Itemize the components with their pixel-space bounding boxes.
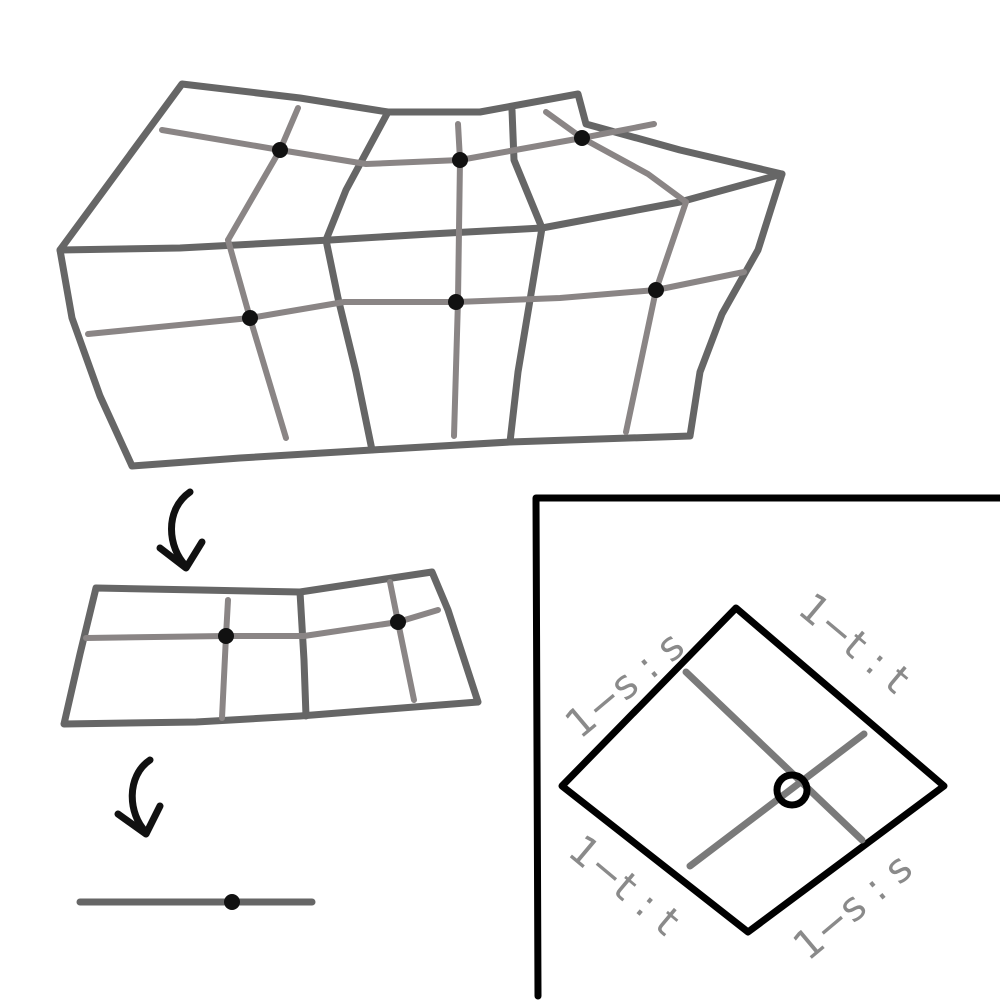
- curved-arrow-icon: [156, 488, 206, 572]
- warped-3d-grid: [56, 80, 786, 470]
- label-upper-right: 1−t : t: [790, 584, 919, 702]
- quad-line-s: [682, 668, 866, 844]
- grid-point: [574, 130, 590, 146]
- grid-top-line-4: [543, 109, 689, 205]
- grid-point: [448, 294, 464, 310]
- flat-grid-line-v1: [219, 597, 231, 721]
- label-lower-left: 1−t : t: [560, 826, 689, 944]
- bilinear-quad: [558, 604, 948, 936]
- grid-front-line-2: [225, 237, 289, 441]
- flat-grid-point: [218, 628, 234, 644]
- grid-point: [452, 152, 468, 168]
- flat-grid-point: [390, 614, 406, 630]
- grid-outline-3d: [56, 80, 786, 470]
- line-point: [224, 894, 240, 910]
- inset-panel: 1−s : s 1−t : t 1−t : t 1−s : s: [532, 494, 1000, 1000]
- grid-top-line-1: [159, 121, 657, 167]
- flat-2d-grid: [60, 568, 482, 728]
- flat-grid-line-v2: [387, 579, 417, 703]
- flat-grid-middle-edge: [296, 588, 310, 720]
- grid-point: [648, 282, 664, 298]
- grid-top-line-3: [451, 121, 463, 439]
- grid-front-top-edge: [56, 170, 786, 254]
- grid-front-line-3: [623, 199, 689, 435]
- inset-frame: [532, 494, 1000, 1000]
- line-1d: [76, 894, 316, 910]
- flat-grid-outline: [60, 568, 482, 728]
- grid-fold-right: [506, 106, 546, 446]
- sample-point-ring: [773, 771, 811, 809]
- label-upper-left: 1−s : s: [557, 623, 693, 748]
- flat-grid-line-h: [83, 607, 441, 641]
- grid-point: [242, 310, 258, 326]
- grid-front-line-1: [85, 269, 747, 337]
- grid-point: [272, 142, 288, 158]
- grid-top-line-2: [225, 105, 301, 243]
- label-lower-right: 1−s : s: [785, 845, 921, 970]
- curved-arrow-icon: [114, 756, 164, 838]
- grid-fold-left: [322, 108, 392, 454]
